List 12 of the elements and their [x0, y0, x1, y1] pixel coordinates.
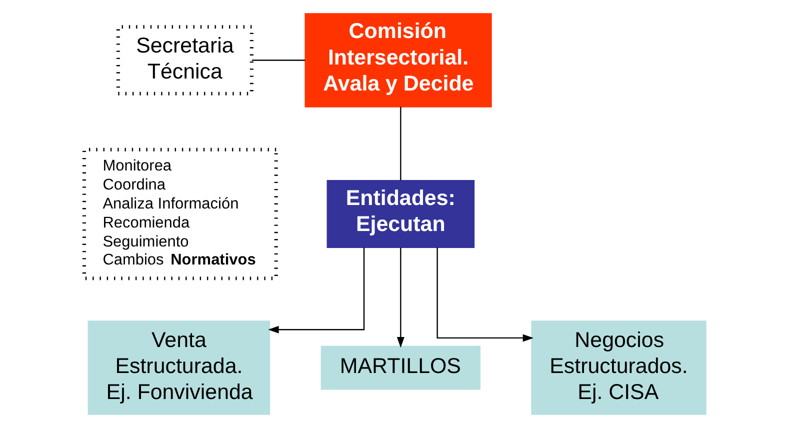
node-box: Comisión Intersectorial. Avala y Decide: [304, 12, 492, 107]
node-box: MARTILLOS: [320, 345, 480, 390]
node-box: Secretaria Técnica: [116, 24, 253, 95]
node-box: Negocios Estructurados. Ej. CISA: [530, 320, 706, 414]
arrow: [396, 247, 404, 348]
node-box: Monitorea Coordina Analiza Información Recomienda Seguimiento Cambios Normativos: [82, 147, 278, 280]
connector: [251, 59, 305, 60]
arrow: [436, 247, 534, 342]
connector: [400, 106, 401, 180]
node-box: Entidades: Ejecutan: [326, 180, 474, 248]
arrow: [268, 246, 364, 333]
node-box: Venta Estructurada. Ej. Fonvivienda: [87, 320, 270, 414]
